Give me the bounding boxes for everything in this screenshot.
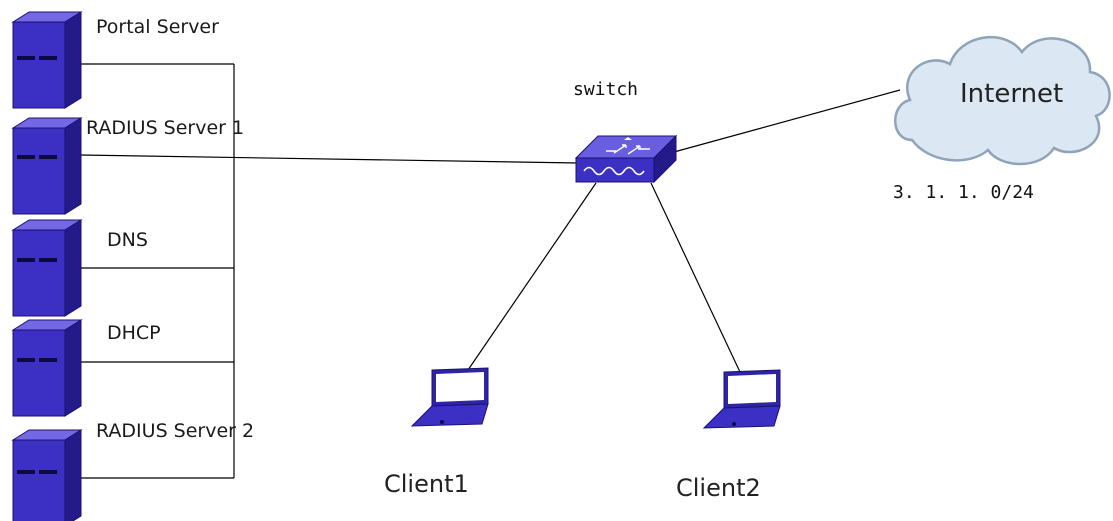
server-icon [11,219,83,317]
server-label-dhcp: DHCP [107,322,161,344]
internet-label: Internet [960,79,1063,109]
server-icon [11,11,83,109]
server-icon [11,429,83,521]
link-switch-internet [673,89,901,153]
server-radius-2[interactable] [11,429,83,521]
laptop-icon [702,369,781,429]
switch-node[interactable] [574,134,678,184]
server-label-dns: DNS [107,229,148,251]
server-dhcp[interactable] [11,319,83,417]
internet-cloud[interactable]: Internet [894,36,1111,166]
link-radius1-switch [79,154,579,164]
server-radius-1[interactable] [11,117,83,215]
connections [79,63,901,479]
server-label-radius-1: RADIUS Server 1 [86,117,244,139]
server-icon [11,117,83,215]
server-label-radius-2: RADIUS Server 2 [96,420,254,442]
switch-label: switch [573,79,638,100]
link-switch-client2 [650,182,741,373]
client1-label: Client1 [384,470,469,498]
server-icon [11,319,83,417]
internet-subnet-label: 3. 1. 1. 0/24 [893,182,1034,203]
link-switch-client1 [467,182,597,371]
server-portal[interactable] [11,11,83,109]
client1-node[interactable] [410,367,489,427]
cloud-icon [894,36,1111,166]
laptop-icon [410,367,489,427]
client2-label: Client2 [676,474,761,502]
switch-icon [574,134,678,184]
server-dns[interactable] [11,219,83,317]
server-label-portal: Portal Server [96,16,219,38]
client2-node[interactable] [702,369,781,429]
